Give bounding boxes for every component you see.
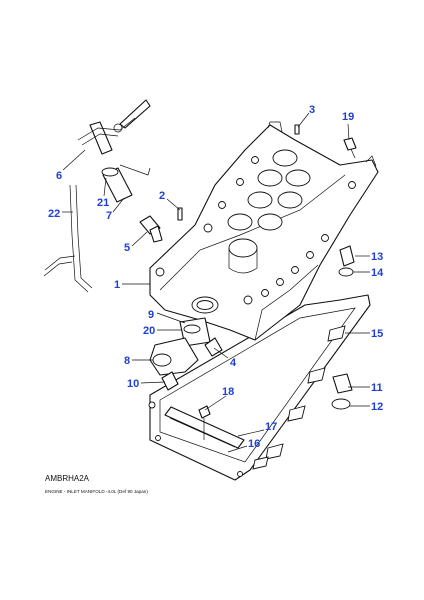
pipe-union xyxy=(161,371,179,391)
housing-bolt xyxy=(204,337,223,357)
callout-11: 11 xyxy=(371,382,383,394)
callout-21: 21 xyxy=(97,197,109,209)
callout-13: 13 xyxy=(371,251,383,263)
callout-15: 15 xyxy=(371,328,383,340)
callout-10: 10 xyxy=(127,378,139,390)
callout-17: 17 xyxy=(265,421,277,433)
callout-18: 18 xyxy=(222,386,234,398)
callout-7: 7 xyxy=(106,210,112,222)
sensor-screw xyxy=(343,137,357,159)
callout-2: 2 xyxy=(159,190,165,202)
callout-20: 20 xyxy=(143,325,155,337)
callout-8: 8 xyxy=(124,355,130,367)
callout-22: 22 xyxy=(48,208,60,220)
callout-9: 9 xyxy=(148,309,154,321)
leader-lines xyxy=(62,112,370,453)
callout-3: 3 xyxy=(309,104,315,116)
switch-13 xyxy=(338,245,355,277)
inlet-manifold xyxy=(149,121,379,341)
callout-4: 4 xyxy=(230,357,237,369)
callout-labels: 3 19 6 21 7 22 2 5 1 13 14 9 20 15 8 4 1… xyxy=(48,104,384,450)
callout-16: 16 xyxy=(248,438,260,450)
thermostat-housing xyxy=(149,317,211,376)
gasket-strip xyxy=(164,406,245,449)
water-pipe-assembly xyxy=(43,99,151,293)
diagram-caption: ENGINE - INLET MANIFOLD -4.0L (Def 90 Ja… xyxy=(45,489,148,494)
switch-11 xyxy=(331,373,353,410)
callout-1: 1 xyxy=(114,279,120,291)
diagram-code: AMBRHA2A xyxy=(45,474,90,483)
temperature-sensor xyxy=(139,215,163,243)
callout-14: 14 xyxy=(371,267,384,279)
manifold-bolt xyxy=(294,124,300,135)
gasket-bolt xyxy=(198,405,211,440)
stud xyxy=(177,207,183,221)
callout-19: 19 xyxy=(342,111,354,123)
callout-6: 6 xyxy=(56,170,62,182)
callout-12: 12 xyxy=(371,401,383,413)
callout-5: 5 xyxy=(124,242,130,254)
